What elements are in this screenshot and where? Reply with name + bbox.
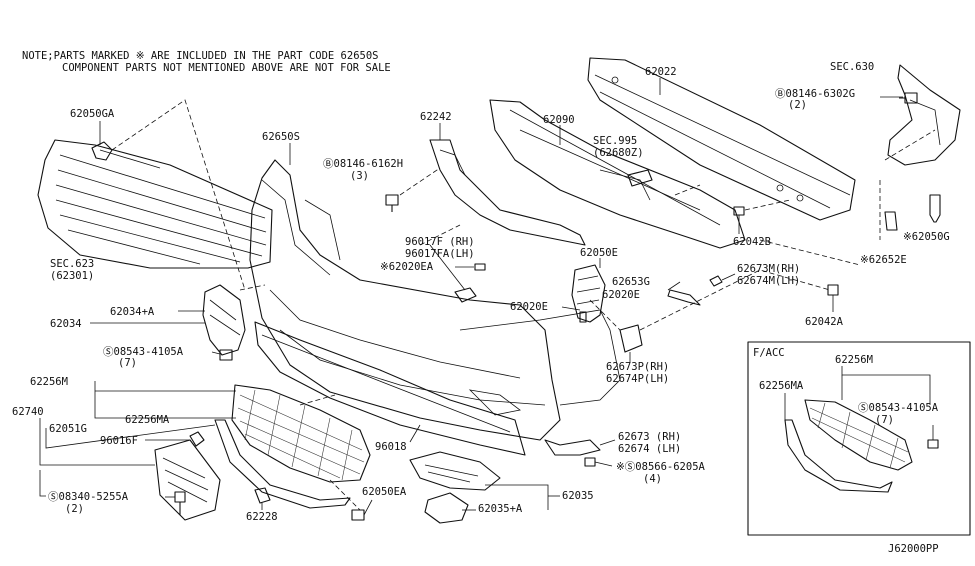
label-facc-screw: Ⓢ08543-4105A	[858, 402, 939, 414]
note-line-2: COMPONENT PARTS NOT MENTIONED ABOVE ARE …	[62, 62, 391, 74]
label-62650S: 62650S	[262, 131, 300, 143]
fog-ring-62035A	[424, 492, 469, 524]
screw-08566-6205A	[584, 457, 596, 467]
strip-62051G	[214, 419, 351, 509]
label-62673: 62673 (RH)	[618, 431, 681, 443]
screw-08340-5255A	[174, 491, 186, 515]
nut-62042B	[733, 206, 745, 216]
label-62020E-a: 62020E	[602, 289, 640, 301]
label-bolt-6302-qty: (2)	[788, 99, 807, 111]
clip-62020EA	[474, 263, 486, 271]
label-62042A: 62042A	[805, 316, 844, 328]
label-screw-4105: Ⓢ08543-4105A	[103, 346, 184, 358]
fog-bracket-62034	[202, 284, 246, 356]
label-62090: 62090	[543, 114, 575, 126]
clip-62050G	[929, 194, 941, 223]
label-sec630: SEC.630	[830, 61, 874, 73]
label-62034A: 62034+A	[110, 306, 155, 318]
bolt-08146-6302G	[899, 92, 918, 104]
label-62020E-b: 62020E	[510, 301, 548, 313]
clip-62020E	[579, 311, 587, 323]
label-62050G: ※62050G	[903, 231, 950, 243]
facc-lower-grille	[804, 399, 913, 471]
lower-grille-62256M	[231, 384, 371, 483]
label-facc-62256M: 62256M	[835, 354, 873, 366]
label-screw-6205: ※Ⓢ08566-6205A	[616, 461, 706, 473]
grille-clip-62050GA	[91, 141, 113, 161]
label-62050GA: 62050GA	[70, 108, 115, 120]
label-62652E: ※62652E	[860, 254, 907, 266]
bracket-62050E	[571, 264, 606, 323]
label-96017F: 96017F (RH)	[405, 236, 475, 248]
label-62242: 62242	[420, 111, 452, 123]
label-screw-5255-qty: (2)	[65, 503, 84, 515]
label-62256M: 62256M	[30, 376, 68, 388]
bracket-62673M	[709, 275, 723, 287]
bracket-62242	[429, 139, 586, 246]
label-62034: 62034	[50, 318, 82, 330]
diagram-code: J62000PP	[888, 543, 939, 555]
label-62050E: 62050E	[580, 247, 618, 259]
reinforcement-62022	[587, 57, 856, 221]
energy-absorber-62090	[489, 99, 746, 249]
sensor-sec995	[627, 169, 653, 187]
label-62740: 62740	[12, 406, 44, 418]
nut-62042A	[827, 284, 839, 296]
label-facc-62256MA: 62256MA	[759, 380, 804, 392]
label-62022: 62022	[645, 66, 677, 78]
label-sec995: SEC.995	[593, 135, 637, 147]
label-62653G: 62653G	[612, 276, 650, 288]
label-screw-6205-qty: (4)	[643, 473, 662, 485]
side-member-sec630	[887, 64, 961, 166]
clip-96016F	[189, 431, 205, 447]
bolt-08146-6162H	[385, 194, 399, 212]
label-bolt-6302: Ⓑ08146-6302G	[775, 88, 855, 100]
facc-inset	[747, 341, 971, 536]
bracket-96017F	[454, 287, 477, 303]
fog-cover-62035	[409, 451, 501, 491]
label-bolt-6162: Ⓑ08146-6162H	[323, 158, 403, 170]
facc-strip	[784, 419, 893, 493]
lower-molding-96018	[254, 321, 526, 456]
label-62674P: 62674P(LH)	[606, 373, 669, 385]
label-62228: 62228	[246, 511, 278, 523]
label-96017FA: 96017FA(LH)	[405, 248, 475, 260]
bracket-62652E	[884, 211, 898, 231]
label-62674M: 62674M(LH)	[737, 275, 800, 287]
screw-08543-4105A	[219, 349, 233, 361]
label-screw-4105-qty: (7)	[118, 357, 137, 369]
label-62051G: 62051G	[49, 423, 87, 435]
label-62256MA: 62256MA	[125, 414, 170, 426]
label-sec995-sub: (62680Z)	[593, 147, 644, 159]
label-62673P: 62673P(RH)	[606, 361, 669, 373]
bumper-fascia	[249, 159, 621, 441]
label-62674: 62674 (LH)	[618, 443, 681, 455]
facc-screw	[927, 439, 939, 449]
label-sec623-sub: (62301)	[50, 270, 94, 282]
grille-part	[37, 139, 273, 269]
label-62035: 62035	[562, 490, 594, 502]
label-96018: 96018	[375, 441, 407, 453]
label-62035A: 62035+A	[478, 503, 523, 515]
bracket-62673	[544, 439, 601, 456]
label-62673M: 62673M(RH)	[737, 263, 800, 275]
label-facc-screw-qty: (7)	[875, 414, 894, 426]
note-line-1: NOTE;PARTS MARKED ※ ARE INCLUDED IN THE …	[22, 50, 378, 62]
bracket-62673P	[619, 324, 643, 353]
clip-62050EA	[351, 509, 365, 521]
label-62050EA: 62050EA	[362, 486, 407, 498]
plate-bracket-62740	[154, 439, 221, 521]
clip-62228	[254, 487, 271, 504]
label-sec623: SEC.623	[50, 258, 94, 270]
label-facc: F/ACC	[753, 347, 785, 359]
strip-62653G	[667, 289, 701, 306]
label-screw-5255: Ⓢ08340-5255A	[48, 491, 129, 503]
label-bolt-6162-qty: (3)	[350, 170, 369, 182]
label-62042B: 62042B	[733, 236, 771, 248]
label-96016F: 96016F	[100, 435, 138, 447]
label-62020EA: ※62020EA	[380, 261, 434, 273]
